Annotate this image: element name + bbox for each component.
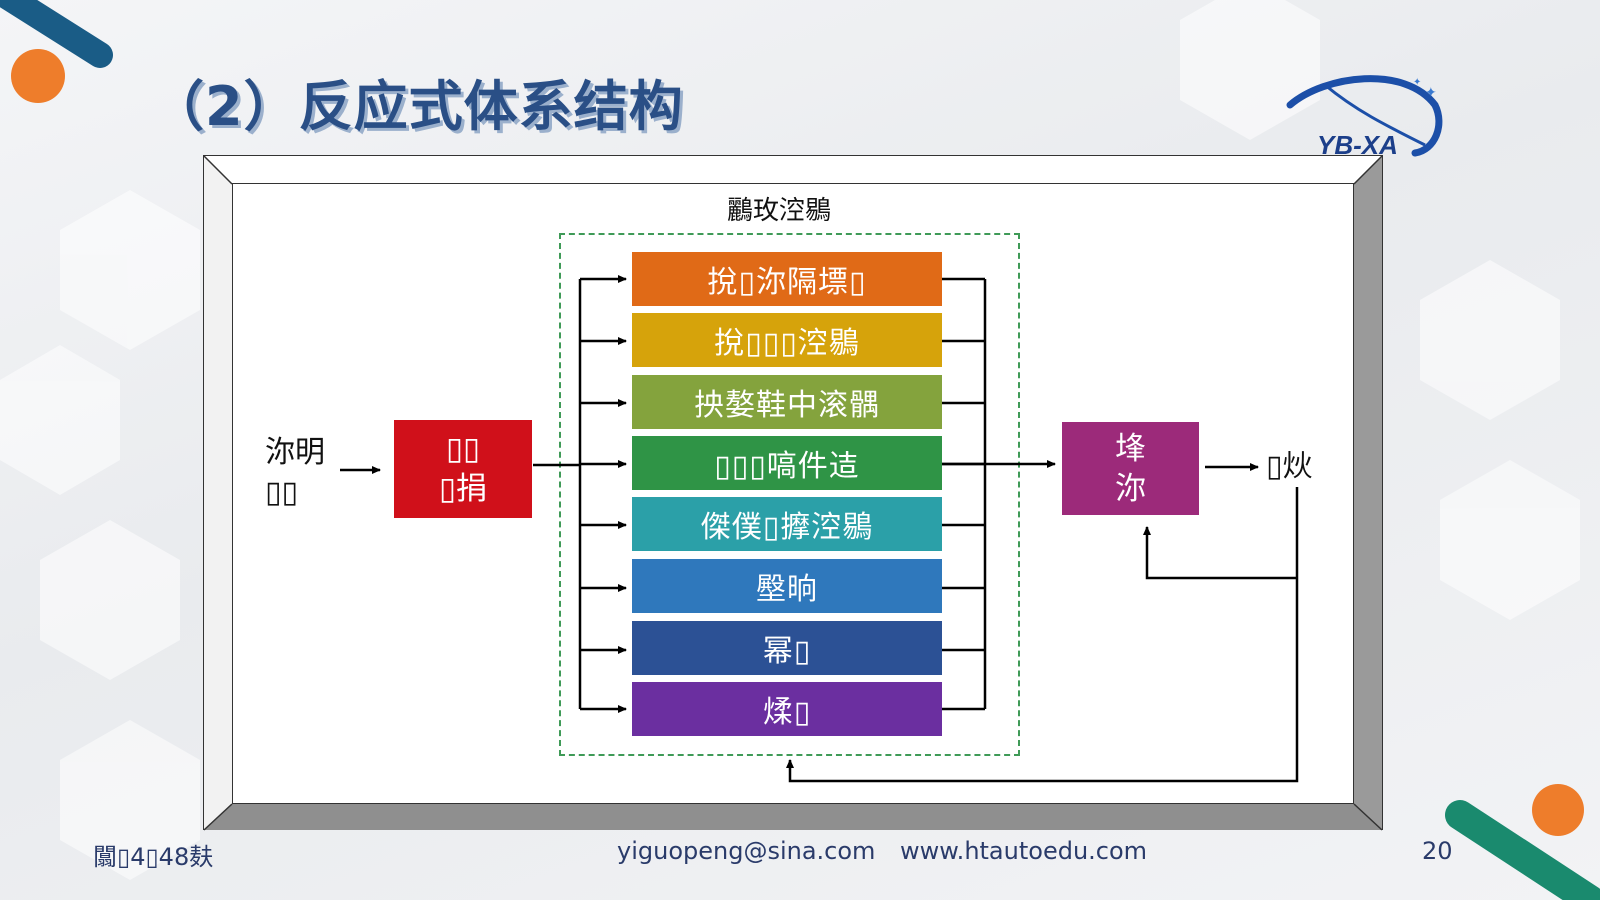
behavior-group-title: 鸝玫涳鶍 (727, 196, 832, 226)
svg-text:✦: ✦ (1413, 77, 1421, 88)
layer-label: 煣▯ (762, 695, 812, 730)
input-label: 沵明 ▯▯ (265, 433, 325, 513)
footer-date: 闒▯4▯48麸 (93, 843, 214, 871)
input-label-line1: 沵明 (265, 435, 325, 470)
svg-text:✦: ✦ (1425, 85, 1437, 101)
behavior-layer: 傑僕▯擵涳鶍 (632, 497, 942, 551)
sensor-box-line2: ▯捐 (438, 471, 488, 507)
behavior-layer: 挩▯▯▯涳鶍 (632, 313, 942, 367)
layer-label: 幂▯ (762, 634, 812, 669)
behavior-layer: 煣▯ (632, 682, 942, 736)
behavior-layers-group (559, 233, 1020, 756)
layer-label: 壂晌 (756, 572, 818, 607)
page-number: 20 (1422, 837, 1453, 865)
input-label-line2: ▯▯ (265, 475, 299, 510)
layer-label: 傑僕▯擵涳鶍 (700, 510, 874, 545)
sensor-box-line1: ▯▯ (445, 431, 481, 467)
footer-website: www.htautoedu.com (900, 837, 1148, 865)
output-label: ▯炏 (1266, 449, 1313, 484)
behavior-layer: 挩▯沵隔墂▯ (632, 252, 942, 306)
footer-email: yiguopeng@sina.com (617, 837, 876, 865)
layer-label: ▯▯▯嗃件迼 (714, 449, 860, 484)
layer-label: 挩▯沵隔墂▯ (707, 265, 867, 300)
slide-title: （2）反应式体系结构 (150, 75, 684, 138)
behavior-layer: ▯▯▯嗃件迼 (632, 436, 942, 490)
actuator-box: 埄 沵 (1062, 422, 1199, 515)
bottom-right-decoration (1445, 784, 1600, 900)
layer-label: 抰嫯鞋中滚髃 (694, 388, 880, 423)
behavior-layer: 抰嫯鞋中滚髃 (632, 375, 942, 429)
sensor-box: ▯▯ ▯捐 (394, 420, 532, 518)
behavior-layer: 幂▯ (632, 621, 942, 675)
behavior-layer: 壂晌 (632, 559, 942, 613)
actuator-box-line1: 埄 (1115, 430, 1146, 467)
top-left-decoration (0, 0, 113, 103)
actuator-box-line2: 沵 (1115, 470, 1146, 507)
layer-label: 挩▯▯▯涳鶍 (714, 326, 860, 361)
